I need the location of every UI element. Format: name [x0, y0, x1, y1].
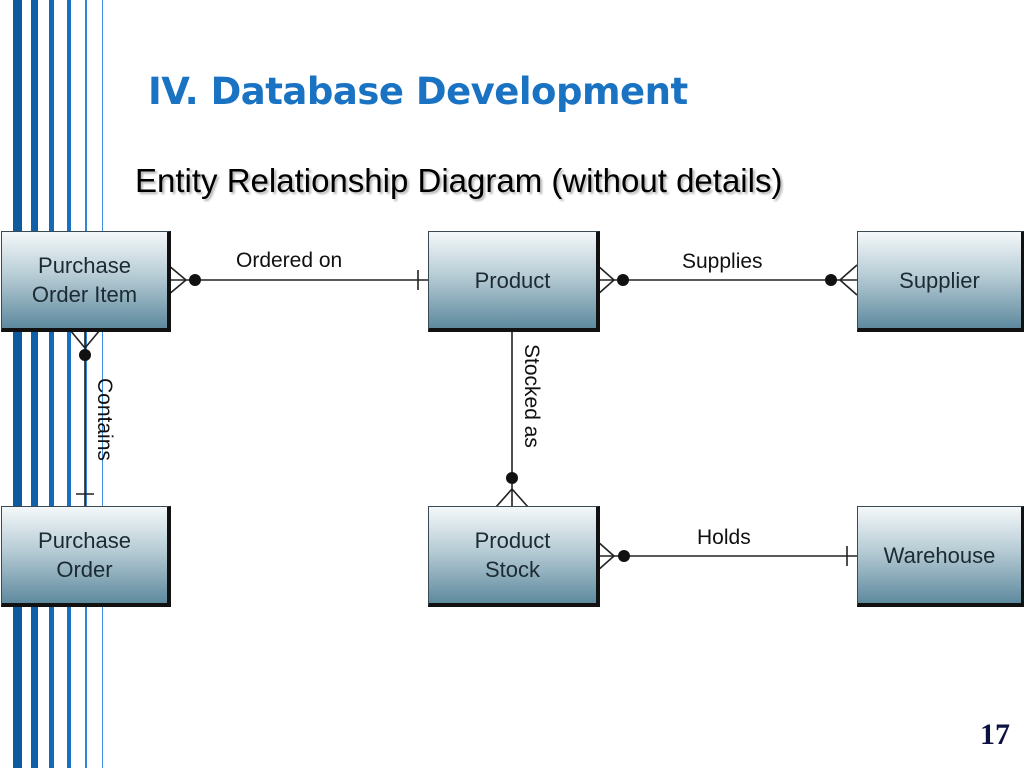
relationship-label-supplies: Supplies [682, 250, 763, 273]
decor-stripe-4 [67, 0, 71, 768]
entity-purchase-order: Purchase Order [1, 506, 171, 607]
relationship-label-holds: Holds [697, 526, 751, 549]
entity-label: Purchase Order Item [31, 253, 138, 307]
zero-circle-ordered-on [189, 274, 201, 286]
zero-circle-supplies-supplier [825, 274, 837, 286]
decor-stripe-6 [102, 0, 103, 768]
zero-circle-stocked-as [506, 472, 518, 484]
crows-foot-contains [69, 329, 101, 350]
entity-label: Supplier [899, 267, 980, 293]
crows-foot-ordered-on [167, 264, 188, 296]
slide-subtitle: Entity Relationship Diagram (without det… [135, 162, 783, 199]
relationship-label-contains: Contains [93, 378, 116, 461]
page-number: 17 [980, 718, 1010, 751]
decor-stripe-1 [13, 0, 22, 768]
slide-title: IV. Database Development [148, 70, 688, 113]
entity-product-stock: Product Stock [428, 506, 600, 607]
decor-stripe-2 [31, 0, 38, 768]
entity-label: Purchase Order [38, 528, 131, 582]
entity-warehouse: Warehouse [857, 506, 1024, 607]
entity-label: Warehouse [883, 542, 996, 568]
entity-supplier: Supplier [857, 231, 1024, 332]
entity-purchase-order-item: Purchase Order Item [1, 231, 171, 332]
zero-circle-holds [618, 550, 630, 562]
relationship-label-stocked-as: Stocked as [520, 344, 543, 448]
entity-label: Product Stock [474, 528, 551, 582]
crows-foot-stocked-as [495, 487, 529, 508]
zero-circle-contains [79, 349, 91, 361]
crows-foot-supplies-product [596, 264, 616, 296]
relationship-label-ordered-on: Ordered on [236, 249, 343, 272]
entity-product: Product [428, 231, 600, 332]
decor-stripe-3 [49, 0, 54, 768]
decor-stripe-5 [85, 0, 87, 768]
entity-label: Product [474, 267, 551, 293]
crows-foot-supplies-supplier [838, 264, 858, 296]
crows-foot-holds [596, 540, 616, 572]
zero-circle-supplies-product [617, 274, 629, 286]
